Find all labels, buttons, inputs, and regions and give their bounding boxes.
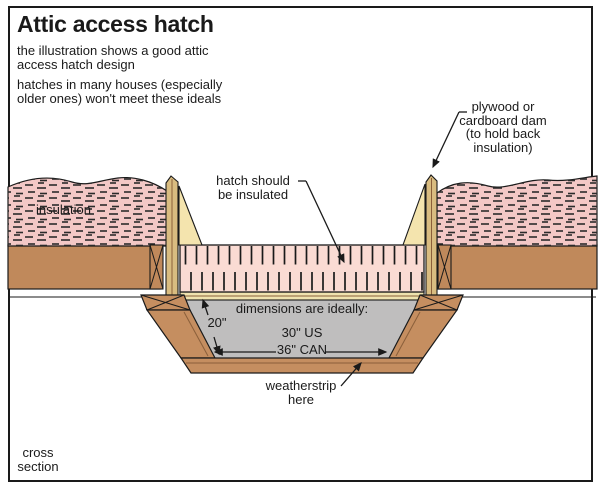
ceiling-band-right bbox=[436, 244, 598, 290]
weatherstrip-label: weatherstrip here bbox=[265, 378, 337, 407]
dam-leader bbox=[432, 111, 467, 169]
insulation-label: insulation bbox=[36, 202, 91, 217]
insulation-texture-left bbox=[8, 177, 167, 246]
trim-block-left bbox=[140, 294, 191, 311]
dam-board-left bbox=[165, 175, 179, 298]
dam-wedge-right bbox=[402, 183, 426, 246]
trim-block-right bbox=[413, 294, 464, 311]
joist-right bbox=[437, 244, 452, 290]
weatherstrip-leader bbox=[340, 362, 362, 387]
depth-label: 20" bbox=[207, 315, 227, 330]
hatch-door bbox=[179, 291, 425, 301]
page-title: Attic access hatch bbox=[17, 11, 214, 37]
dimensions-heading: dimensions are ideally: bbox=[235, 301, 369, 316]
dam-wedge-left bbox=[178, 185, 203, 246]
hatch-batt-ticks bbox=[181, 246, 423, 291]
cross-section-caption: cross section bbox=[17, 445, 59, 474]
width-can-label: 36" CAN bbox=[276, 342, 328, 357]
hatch-insulated-label: hatch should be insulated bbox=[216, 173, 290, 202]
dam-board-right bbox=[425, 174, 438, 298]
hatch-panel-bottom bbox=[179, 357, 425, 374]
joist-left bbox=[149, 244, 164, 290]
insulation-texture-right bbox=[437, 176, 597, 246]
width-us-label: 30" US bbox=[281, 325, 323, 340]
note-text: hatches in many houses (especially older… bbox=[17, 77, 223, 106]
intro-text: the illustration shows a good attic acce… bbox=[17, 43, 209, 72]
hatch-leader bbox=[298, 180, 345, 264]
ceiling-band-left bbox=[7, 244, 161, 290]
dam-label: plywood or cardboard dam (to hold back i… bbox=[459, 99, 547, 155]
